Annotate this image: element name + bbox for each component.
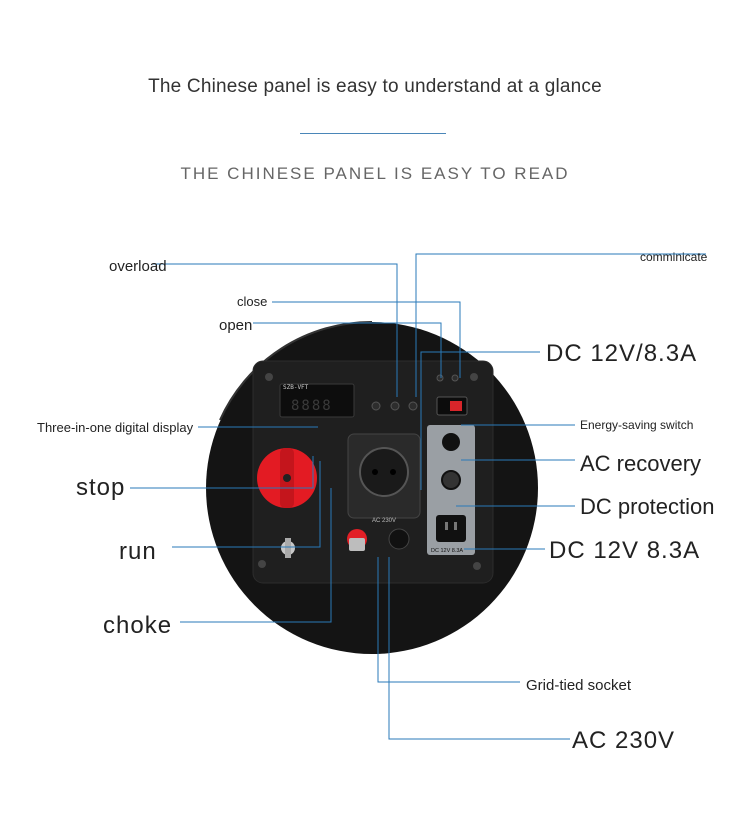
- line-overload: [153, 263, 398, 397]
- callout-stop: stop: [76, 474, 126, 501]
- callout-close: close: [237, 294, 268, 309]
- line-comm: [415, 253, 706, 397]
- indicator-open: [408, 401, 418, 411]
- indicator-run: [436, 374, 444, 382]
- callout-run: run: [119, 538, 157, 565]
- display-digits: 8888: [291, 398, 333, 414]
- line-grid: [377, 557, 520, 683]
- display-brand: SZB-VFT: [283, 384, 309, 391]
- indicator-close: [390, 401, 400, 411]
- ac-socket-label: AC 230V: [372, 518, 396, 524]
- line-close: [272, 301, 461, 378]
- line-dc-top: [420, 351, 540, 490]
- title-divider: [300, 133, 446, 134]
- line-choke: [180, 488, 332, 623]
- callout-ac230: AC 230V: [572, 727, 676, 754]
- callout-ac-recovery: AC recovery: [580, 451, 702, 476]
- callout-display: Three-in-one digital display: [37, 420, 194, 435]
- callout-choke: choke: [103, 612, 173, 639]
- callout-communicate: comminicate: [640, 250, 708, 264]
- callout-overload: overload: [109, 258, 167, 275]
- ac-socket: [359, 447, 409, 497]
- line-run: [172, 461, 321, 548]
- callout-dc-bottom: DC 12V 8.3A: [549, 537, 701, 564]
- digital-display: [279, 383, 355, 418]
- energy-saving-button: [442, 433, 460, 451]
- page-subtitle: THE CHINESE PANEL IS EASY TO READ: [180, 164, 570, 183]
- page-title: The Chinese panel is easy to understand …: [148, 76, 602, 97]
- dc-outlet: [436, 515, 466, 542]
- callout-dc-protection: DC protection: [580, 494, 715, 519]
- dc-socket-label: DC 12V 8.3A: [431, 548, 463, 554]
- grid-terminal-black: [388, 528, 410, 550]
- callout-open: open: [219, 317, 253, 334]
- indicator-overload: [371, 401, 381, 411]
- ac-recovery-button: [441, 470, 461, 490]
- callout-dc-top: DC 12V/8.3A: [546, 340, 698, 367]
- callout-grid-socket: Grid-tied socket: [526, 677, 632, 694]
- line-ac230: [388, 557, 570, 740]
- line-open: [253, 322, 442, 378]
- line-stop: [130, 456, 314, 489]
- callout-energy-saving: Energy-saving switch: [580, 418, 694, 432]
- indicator-comm: [451, 374, 459, 382]
